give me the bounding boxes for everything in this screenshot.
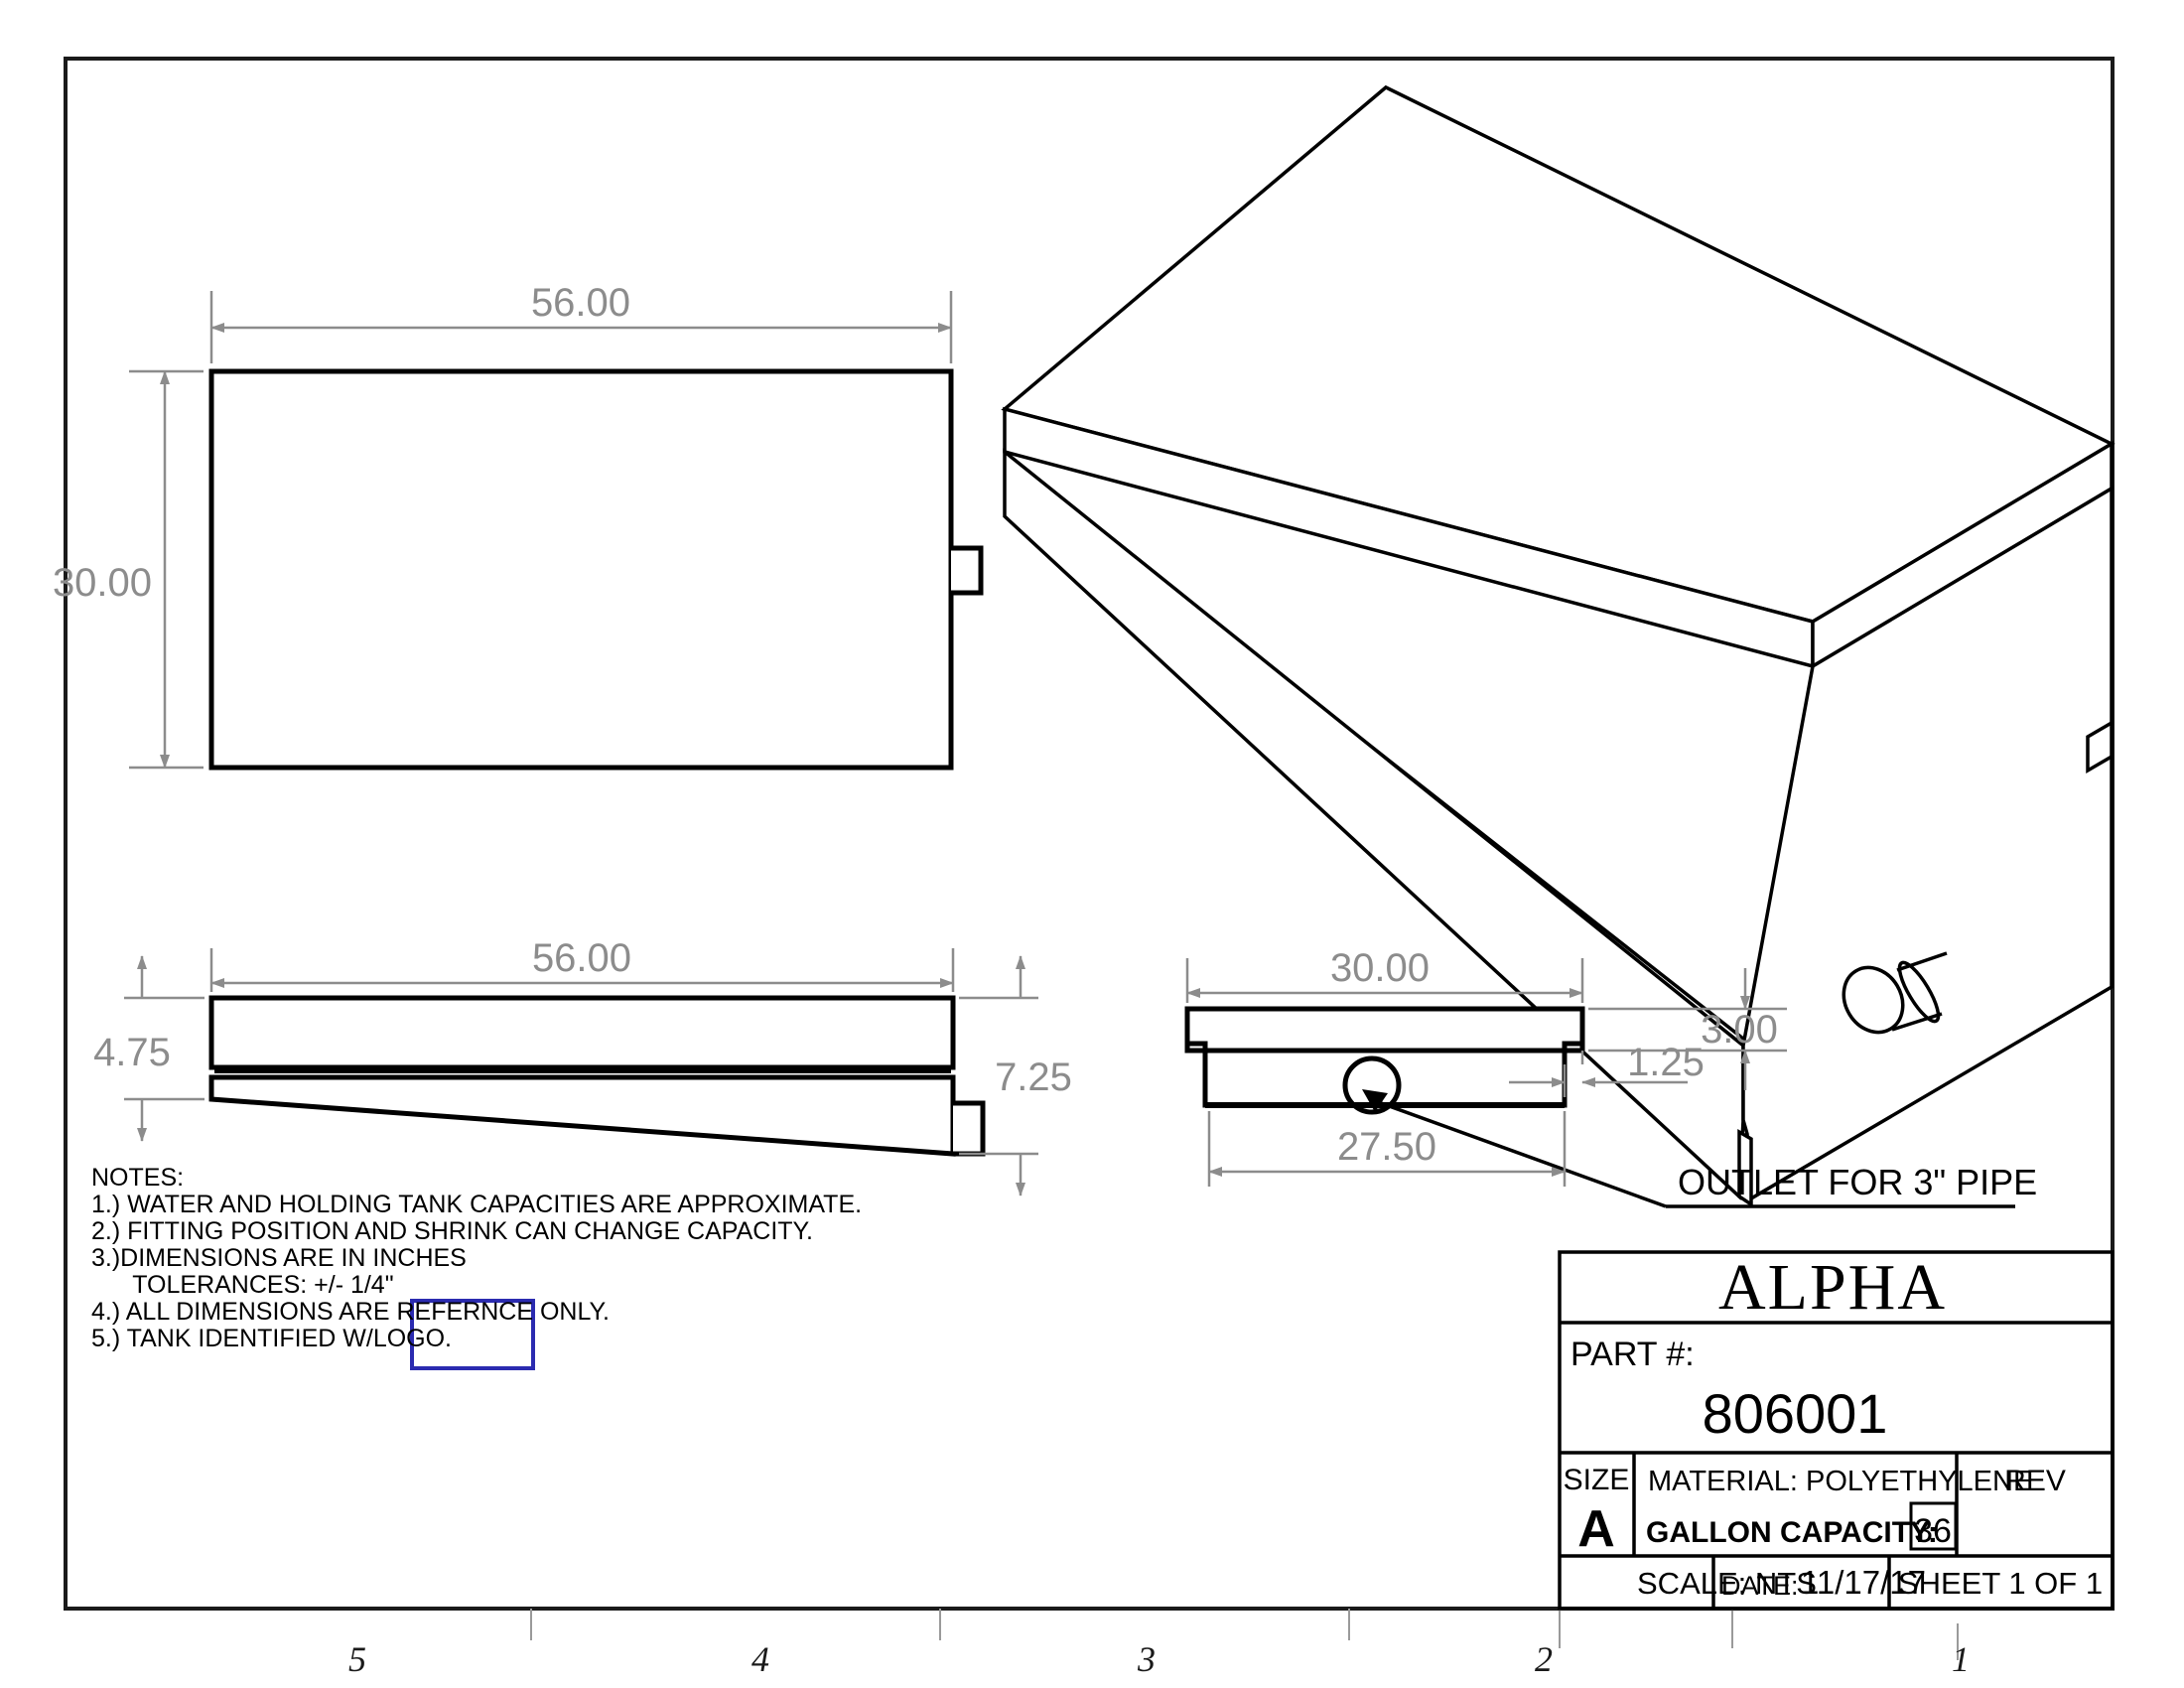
dim-top-view-width: 56.00 <box>531 281 630 325</box>
note-item-5: 5.) TANK IDENTIFIED W/LOGO. <box>91 1325 452 1352</box>
dim-end-view-lip-height: 3.00 <box>1701 1008 1778 1052</box>
side-view-left-height-dimension <box>124 955 205 1142</box>
material-label: MATERIAL: POLYETHYLENE <box>1648 1466 2032 1497</box>
side-view-right-height-dimension <box>959 955 1038 1196</box>
title-block-frame <box>1558 1250 2115 1611</box>
size-value: A <box>1577 1500 1615 1558</box>
date-value: 11/17/17 <box>1801 1564 1926 1601</box>
zone-label-2: 2 <box>1535 1639 1553 1679</box>
outlet-callout-label: OUTLET FOR 3" PIPE <box>1678 1162 2037 1202</box>
sheet-number-label: SHEET 1 OF 1 <box>1898 1566 2103 1601</box>
zone-label-1: 1 <box>1952 1639 1970 1679</box>
dim-side-view-right-height: 7.25 <box>995 1055 1072 1099</box>
note-item-3-tolerance: TOLERANCES: +/- 1/4" <box>91 1271 394 1299</box>
dim-end-view-lip-offset: 1.25 <box>1627 1041 1705 1084</box>
size-label: SIZE <box>1564 1464 1630 1496</box>
company-brand-title: ALPHA <box>1718 1251 1947 1324</box>
dim-end-view-inner-width: 27.50 <box>1337 1125 1436 1169</box>
notes-heading: NOTES: <box>91 1164 184 1192</box>
outlet-leader-line <box>1372 1098 2015 1208</box>
gallon-capacity-value: 36 <box>1914 1512 1952 1550</box>
zone-label-4: 4 <box>751 1639 769 1679</box>
end-view-lip-offset-dimension <box>1509 1051 1688 1097</box>
top-view-height-dimension <box>129 369 204 770</box>
dim-side-view-left-height: 4.75 <box>93 1031 171 1074</box>
top-view-geometry <box>208 368 984 771</box>
note-item-1: 1.) WATER AND HOLDING TANK CAPACITIES AR… <box>91 1191 862 1218</box>
part-number-value: 806001 <box>1703 1382 1888 1445</box>
note-item-3: 3.)DIMENSIONS ARE IN INCHES <box>91 1244 467 1272</box>
dim-side-view-length: 56.00 <box>532 936 631 980</box>
date-label: DATE: <box>1721 1571 1799 1601</box>
scale-label: SCALE: NTS <box>1637 1566 1817 1601</box>
dim-end-view-overall-width: 30.00 <box>1330 946 1430 990</box>
part-number-label: PART #: <box>1570 1336 1695 1373</box>
note-item-4: 4.) ALL DIMENSIONS ARE REFERNCE ONLY. <box>91 1298 610 1326</box>
side-view-geometry <box>208 995 986 1157</box>
note-item-2: 2.) FITTING POSITION AND SHRINK CAN CHAN… <box>91 1217 813 1245</box>
gallon-capacity-label: GALLON CAPACITY: <box>1646 1516 1938 1549</box>
top-view-width-dimension <box>209 291 953 363</box>
zone-label-5: 5 <box>348 1639 366 1679</box>
logo-placeholder-box <box>410 1299 535 1370</box>
side-view-length-dimension <box>209 948 955 992</box>
zone-tick-marks <box>530 1609 1959 1660</box>
revision-label: REV <box>2004 1465 2066 1497</box>
dim-top-view-height: 30.00 <box>53 561 152 605</box>
end-view-lip-height-dimension <box>1588 968 1787 1090</box>
end-view-inner-width-dimension <box>1207 1111 1567 1187</box>
zone-label-3: 3 <box>1137 1639 1156 1679</box>
end-view-width-dimension <box>1185 958 1584 1003</box>
